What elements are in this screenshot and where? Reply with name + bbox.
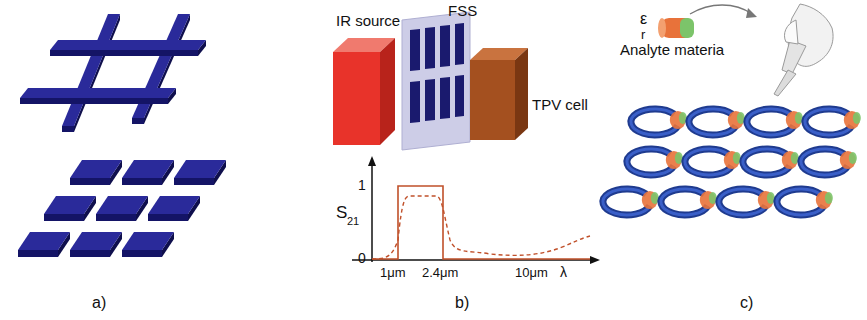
analyte-sample (658, 18, 694, 38)
tick-label: 2.4μm (422, 266, 458, 280)
axis-label: λ (560, 265, 567, 280)
transfer-arrow (690, 5, 752, 14)
fss-panel (402, 12, 470, 150)
split-ring-array (603, 109, 861, 215)
ir-source-block (333, 38, 395, 145)
node-text: TPV cell (532, 96, 588, 113)
tick-label: 1μm (380, 266, 406, 280)
axis-label: S (336, 204, 347, 223)
panel-label: b) (455, 294, 469, 312)
pipette (774, 4, 833, 96)
component-label: IR source (334, 12, 402, 30)
transmission-graph (352, 156, 600, 264)
tick-label: 0 (358, 251, 366, 266)
node-text: FSS (448, 2, 477, 19)
tick-label: 10μm (515, 266, 548, 280)
node-text: IR source (336, 12, 400, 29)
arrow-head (746, 8, 757, 18)
panel-label: a) (92, 294, 106, 312)
symbol-label: ε (640, 10, 647, 28)
fss-geometries (18, 14, 226, 257)
component-label: FSS (446, 2, 479, 20)
component-label: TPV cell (530, 96, 590, 114)
material-label: Analyte materia (620, 42, 724, 59)
tpv-cell-block (470, 48, 528, 140)
panel-label: c) (740, 294, 753, 312)
symbol-subscript: r (641, 28, 645, 42)
tick-label: 1 (358, 178, 366, 193)
axis-subscript: 21 (347, 215, 359, 227)
